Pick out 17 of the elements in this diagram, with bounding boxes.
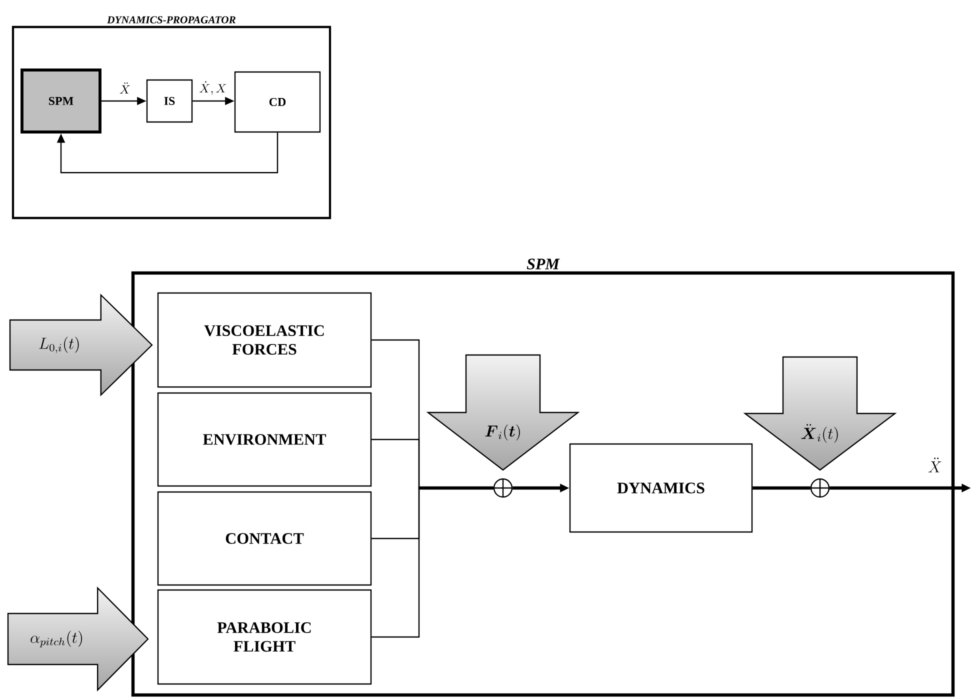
node-label: DYNAMICS-PROPAGATOR: [107, 16, 236, 24]
trunk-line: [419, 486, 494, 490]
edge-label: $\dot{X},X$: [200, 81, 226, 95]
block-box: VISCOELASTIC FORCES: [157, 292, 372, 388]
block-box: DYNAMICS: [569, 443, 753, 533]
block-box: IS: [146, 79, 193, 123]
connector-arrow: [56, 132, 278, 174]
block-box: CD: [234, 71, 321, 133]
summing-junction: [493, 478, 513, 498]
block-box: PARABOLIC FLIGHT: [157, 589, 372, 685]
block-box: ENVIRONMENT: [157, 392, 372, 487]
summing-junction: [810, 478, 830, 498]
edge-label: $\ddot{X}$: [928, 458, 942, 472]
block-box: CONTACT: [157, 491, 372, 586]
node-label: SPM: [526, 258, 560, 270]
block-box: SPM: [20, 68, 102, 134]
edge-label: $\ddot{X}$: [120, 82, 130, 94]
